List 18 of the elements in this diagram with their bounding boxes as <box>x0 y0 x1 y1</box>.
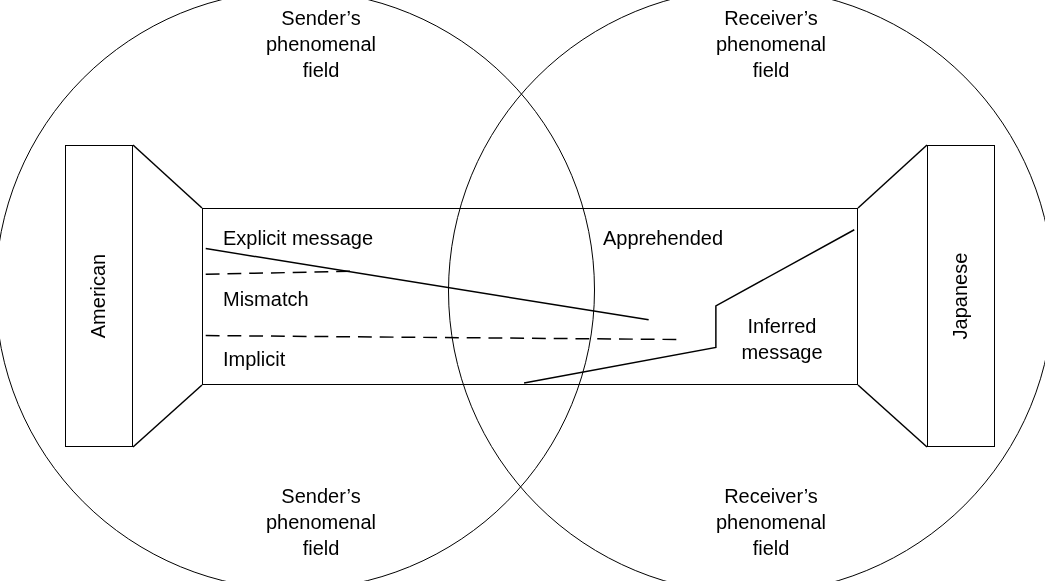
text-label: Receiver’s phenomenal field <box>714 484 828 561</box>
text-label: Implicit <box>223 347 286 372</box>
text-label: Explicit message <box>223 226 374 251</box>
text-label: Receiver’s phenomenal field <box>714 6 828 83</box>
vertical-label: Japanese <box>948 252 973 339</box>
message-channel-box <box>202 208 858 385</box>
culture-box <box>64 144 133 447</box>
text-label: Sender’s phenomenal field <box>264 6 378 83</box>
text-label: Inferred message <box>740 314 824 365</box>
connector-line <box>857 144 928 209</box>
connector-line <box>857 384 928 448</box>
connector-line <box>132 384 203 448</box>
text-label: Apprehended <box>603 226 724 251</box>
connector-line <box>132 144 203 209</box>
text-label: Mismatch <box>223 287 309 312</box>
text-label: Sender’s phenomenal field <box>264 484 378 561</box>
culture-box <box>926 144 995 447</box>
vertical-label: American <box>86 253 111 338</box>
